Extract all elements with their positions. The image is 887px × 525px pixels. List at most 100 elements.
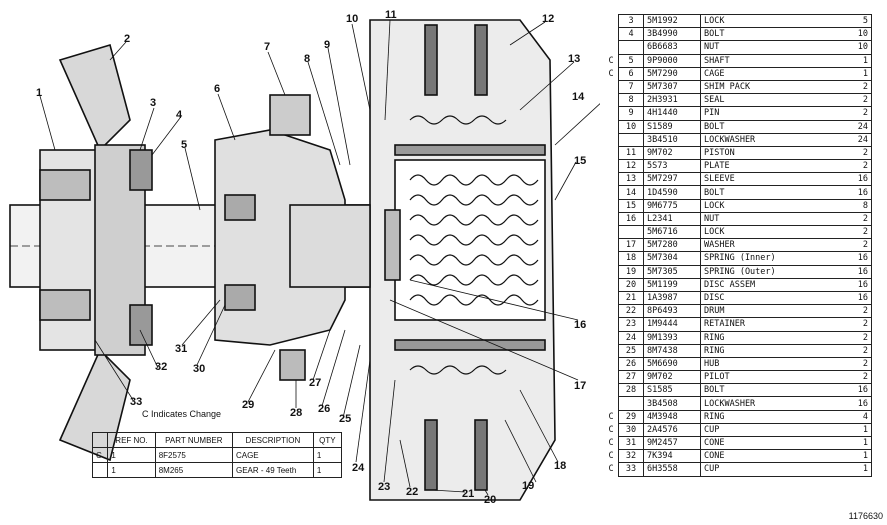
description: CONE [700,435,851,451]
description: WASHER [700,238,851,253]
change-flag [604,173,619,186]
part-number: 3B4510 [643,132,701,147]
quantity: 2 [851,356,872,372]
callout-33: 33 [130,396,143,408]
ref-no: 12 [618,159,644,174]
ref-no: 1 [107,462,156,478]
quantity: 2 [851,79,872,95]
ref-no: 26 [618,356,644,372]
ref-no: 32 [618,449,644,464]
part-number: 5M7290 [643,66,701,81]
callout-31: 31 [175,343,188,355]
part-number: 9P9000 [643,53,701,68]
description: SPRING (Outer) [700,264,851,279]
change-flag [604,146,619,159]
quantity: 1 [851,462,872,477]
ref-no: 24 [618,330,644,345]
part-number: 6B6683 [643,40,701,55]
change-table-col-desc: DESCRIPTION [231,432,314,448]
callout-1: 1 [36,87,43,99]
quantity: 16 [851,172,872,187]
change-flag: C [608,55,614,66]
change-flag [604,318,619,331]
part-number: 5M7305 [643,264,701,279]
callout-13: 13 [568,53,581,65]
callout-9: 9 [324,39,331,51]
ref-no: 30 [618,422,644,438]
change-table: REF NO. PART NUMBER DESCRIPTION QTY C 1 … [91,432,343,478]
change-flag [604,41,619,54]
quantity: 16 [851,396,872,411]
change-flag [604,252,619,265]
part-number: 8M7438 [643,343,701,358]
part-number: 2H3931 [643,93,701,108]
callout-14: 14 [572,91,585,103]
description: PLATE [700,159,851,174]
callout-26: 26 [318,403,331,415]
quantity: 10 [851,27,872,42]
description: DRUM [700,304,851,319]
callout-2: 2 [124,33,131,45]
ref-no: 11 [618,145,644,161]
quantity: 24 [851,119,872,134]
callout-11: 11 [385,9,397,21]
ref-no: 17 [618,238,644,253]
change-flag: C [608,451,614,462]
quantity: 5 [851,13,872,29]
change-flag [604,133,619,146]
change-flag: C [608,424,614,435]
ref-no: 7 [618,79,644,95]
quantity: 2 [851,106,872,121]
part-number: 6H3558 [643,462,701,477]
callout-17: 17 [574,380,587,392]
part-number: L2341 [643,211,701,227]
description: LOCK [700,224,851,240]
ref-no: 6 [618,66,644,81]
description: SHIM PACK [700,79,851,95]
ref-no: 1 [107,447,156,463]
part-number: 5M1992 [643,13,701,29]
change-flag [604,291,619,304]
part-number: 5M6716 [643,224,701,240]
change-table-col-c [91,432,109,448]
change-table-row: C 1 8F2575 CAGE 1 [91,447,343,463]
change-flag: C [608,438,614,449]
part-number: 5M7307 [643,79,701,95]
part-number: 9M2457 [643,435,701,451]
ref-no: 28 [618,383,644,398]
callout-18: 18 [554,460,567,472]
ref-no: 14 [618,185,644,200]
ref-no: 33 [618,462,644,477]
ref-no: 4 [618,27,644,42]
quantity: 16 [851,185,872,200]
part-number: 5S73 [643,159,701,174]
quantity: 2 [851,343,872,358]
part-number: 1D4590 [643,185,701,200]
callout-23: 23 [378,481,391,493]
ref-no: 8 [618,93,644,108]
part-number: 1M9444 [643,317,701,332]
change-flag [604,305,619,318]
quantity: 16 [851,251,872,266]
part-number: 8F2575 [154,447,233,463]
callout-6: 6 [214,83,221,95]
ref-no: 16 [618,211,644,227]
change-flag [604,226,619,239]
ref-no: 15 [618,198,644,213]
description: BOLT [700,27,851,42]
